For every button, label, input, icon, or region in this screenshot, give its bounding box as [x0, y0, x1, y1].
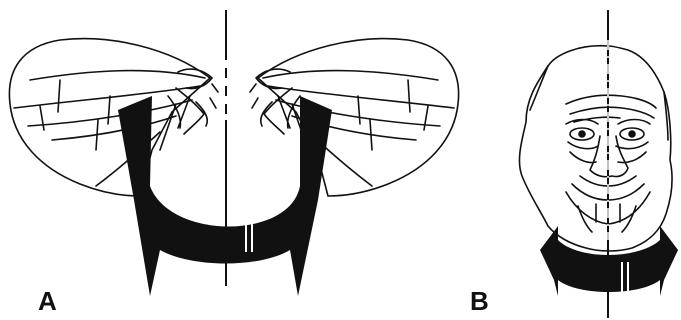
panel-b-drawing [519, 46, 672, 251]
right-legs [250, 69, 300, 134]
left-legs [168, 69, 218, 134]
panel-label-b: B [470, 288, 489, 314]
panel-label-a: A [38, 288, 57, 314]
panel-a-drawing [9, 39, 458, 196]
forehead-wrinkles [566, 95, 656, 122]
